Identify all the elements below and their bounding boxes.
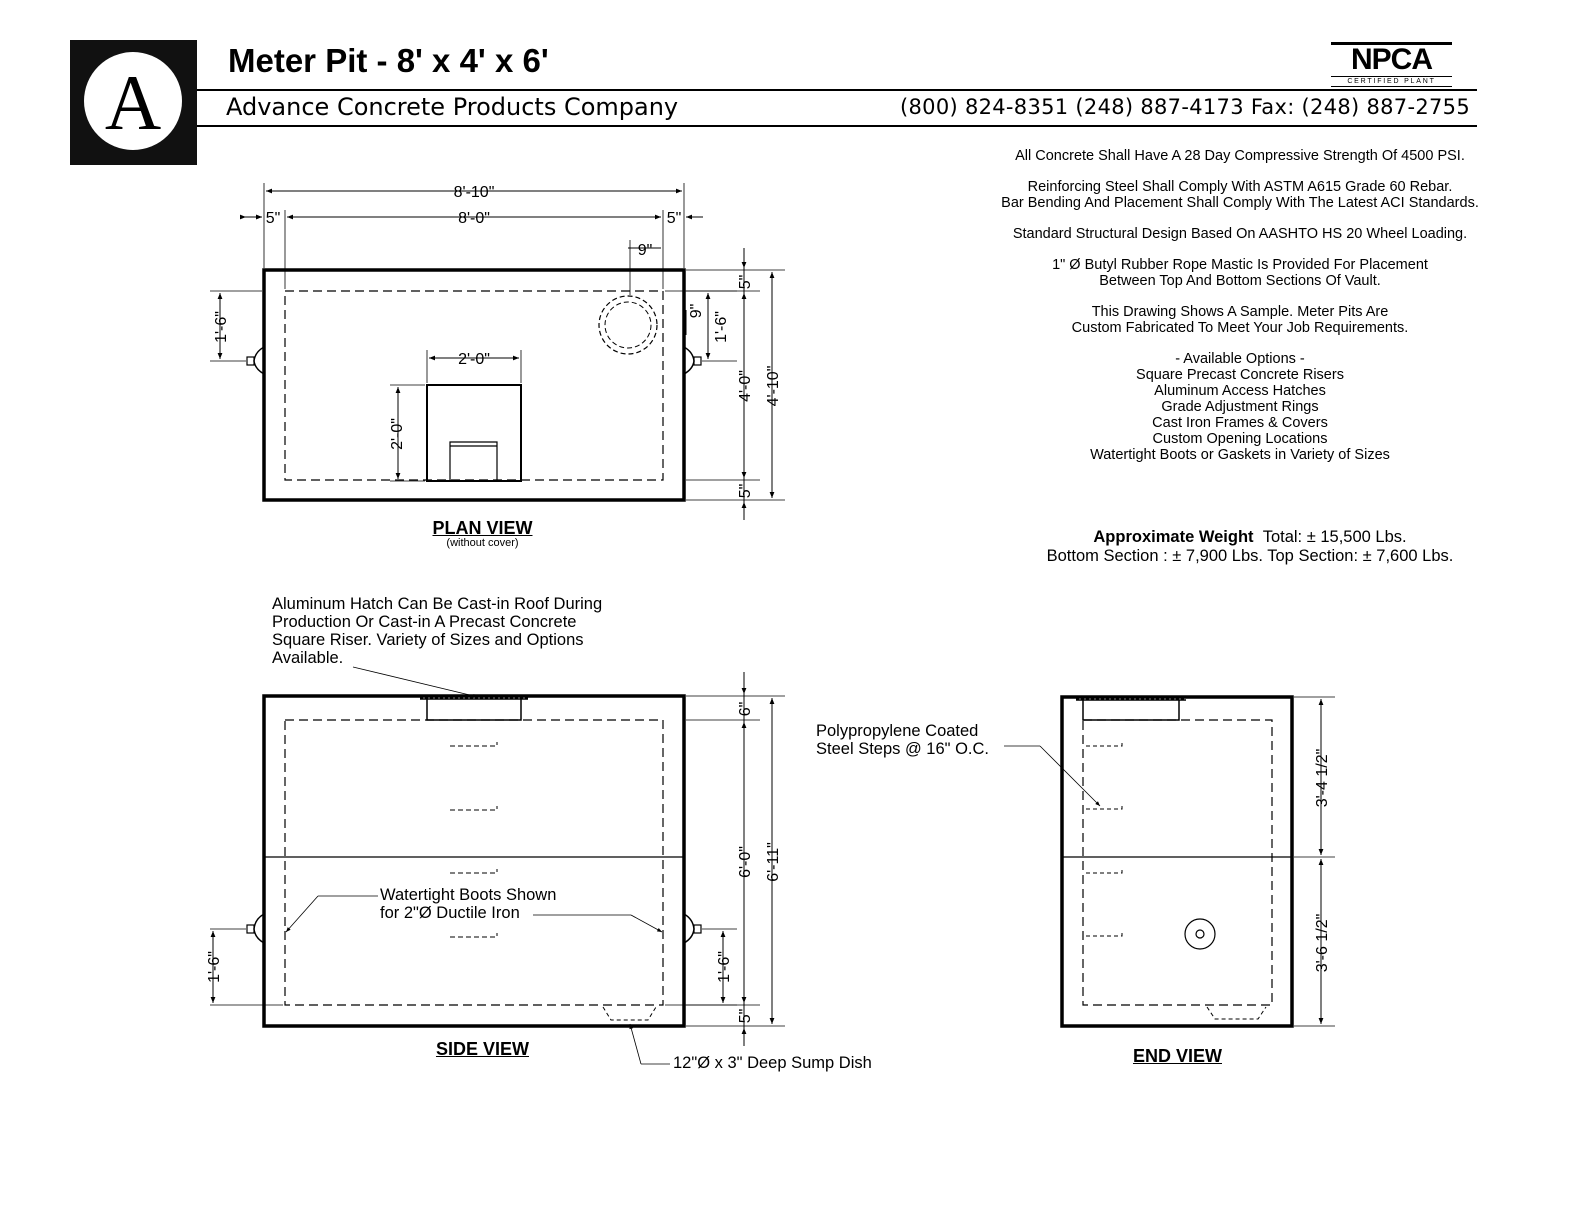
dim-plan-boot-left: 1'-6" — [213, 311, 230, 343]
dim-plan-wall-bottom: 5" — [737, 484, 754, 499]
options-heading: - Available Options - — [1175, 351, 1305, 367]
note-bar-bending: Bar Bending And Placement Shall Comply W… — [1001, 195, 1479, 211]
end-pipe — [1195, 929, 1205, 939]
dim-end-bottom-section: 3'-6 1/2" — [1314, 914, 1331, 973]
npca-logo-text: NPCA — [1331, 42, 1452, 75]
dim-side-floor: 5" — [737, 1009, 754, 1024]
note-sample-2: Custom Fabricated To Meet Your Job Requi… — [1071, 320, 1409, 336]
dim-plan-wall-right: 5" — [667, 210, 682, 227]
dim-side-boot-left: 1'-6" — [206, 951, 223, 983]
option-item: Cast Iron Frames & Covers — [1152, 415, 1328, 431]
side-boot-right-pipe — [693, 924, 702, 934]
dim-plan-overall-depth: 4'-10" — [765, 366, 782, 407]
dim-plan-opening-offset: 9" — [638, 242, 653, 259]
side-view-drawing — [210, 666, 785, 1065]
option-item: Grade Adjustment Rings — [1161, 399, 1319, 415]
page-title: Meter Pit - 8' x 4' x 6' — [228, 42, 549, 79]
side-boot-left-pipe — [246, 924, 255, 934]
note-mastic-1: 1" Ø Butyl Rubber Rope Mastic Is Provide… — [1052, 257, 1428, 273]
npca-certified-logo: NPCA CERTIFIED PLANT — [1331, 42, 1452, 87]
option-item: Aluminum Access Hatches — [1154, 383, 1326, 399]
end-view-drawing — [1004, 695, 1335, 1028]
header-rule-top — [197, 89, 1477, 91]
end-boot-opening — [1184, 918, 1216, 950]
plan-round-opening — [598, 295, 658, 355]
dim-plan-overall-width: 8'-10" — [454, 184, 495, 201]
weight-sections: Bottom Section : ± 7,900 Lbs. Top Sectio… — [1046, 547, 1454, 565]
dim-plan-hatch-width: 2'-0" — [458, 351, 490, 368]
dim-plan-wall-top: 5" — [737, 275, 754, 290]
dim-plan-opening-offset-side: 9" — [688, 304, 705, 319]
general-notes: All Concrete Shall Have A 28 Day Compres… — [960, 148, 1520, 463]
options-list: - Available Options - Square Precast Con… — [960, 351, 1520, 463]
plan-view-title: PLAN VIEW — [432, 518, 533, 538]
dim-side-boot-right: 1'-6" — [716, 951, 733, 983]
hatch-callout-line: Square Riser. Variety of Sizes and Optio… — [272, 631, 584, 649]
dim-side-inner-height: 6'-0" — [737, 846, 754, 878]
note-sample-1: This Drawing Shows A Sample. Meter Pits … — [1091, 304, 1389, 320]
side-inner-wall — [284, 719, 664, 1006]
header-rule-bottom — [197, 125, 1477, 127]
note-concrete: All Concrete Shall Have A 28 Day Compres… — [1015, 148, 1465, 164]
hatch-callout-line: Available. — [272, 649, 344, 667]
company-logo: A — [70, 40, 197, 165]
plan-view-drawing — [210, 183, 785, 520]
plan-view-subtitle: (without cover) — [446, 537, 519, 549]
steps-callout: Polypropylene Coated Steel Steps @ 16" O… — [816, 722, 989, 758]
side-sump-dish — [602, 1006, 657, 1021]
note-design: Standard Structural Design Based On AASH… — [1012, 226, 1468, 242]
steps-callout-line: Steel Steps @ 16" O.C. — [816, 740, 990, 758]
plan-hatch-opening — [426, 384, 522, 482]
option-item: Custom Opening Locations — [1152, 431, 1328, 447]
boots-callout-line: for 2"Ø Ductile Iron — [380, 904, 520, 922]
logo-letter: A — [104, 59, 162, 146]
dim-plan-wall-left: 5" — [266, 210, 281, 227]
dim-end-top-section: 3'-4 1/2" — [1314, 749, 1331, 808]
plan-outer-wall — [262, 268, 686, 502]
option-item: Watertight Boots or Gaskets in Variety o… — [1090, 447, 1390, 463]
dim-plan-inner-width: 8'-0" — [458, 210, 490, 227]
plan-hatch-step — [449, 441, 498, 481]
weight-label: Approximate Weight — [1093, 528, 1254, 546]
end-hatch-frame — [1076, 699, 1186, 721]
dim-side-overall-height: 6'-11" — [765, 842, 782, 882]
weight-info: Approximate Weight Total: ± 15,500 Lbs. … — [960, 528, 1540, 566]
boots-callout-line: Watertight Boots Shown — [380, 886, 557, 904]
hatch-callout-line: Aluminum Hatch Can Be Cast-in Roof Durin… — [272, 595, 603, 613]
side-hatch-frame — [420, 698, 528, 721]
sump-callout: 12"Ø x 3" Deep Sump Dish — [673, 1054, 872, 1072]
plan-boot-right-pipe — [693, 356, 702, 366]
dim-side-roof: 6" — [737, 702, 754, 717]
plan-round-opening-inner — [604, 301, 652, 349]
steps-callout-line: Polypropylene Coated — [816, 722, 979, 740]
dim-plan-hatch-depth: 2'-0" — [389, 418, 406, 450]
phone-numbers: (800) 824-8351 (248) 887-4173 Fax: (248)… — [900, 95, 1470, 119]
hatch-callout: Aluminum Hatch Can Be Cast-in Roof Durin… — [272, 595, 602, 667]
end-sump-dish — [1206, 1006, 1267, 1020]
hatch-callout-line: Production Or Cast-in A Precast Concrete — [272, 613, 577, 631]
npca-logo-subtext: CERTIFIED PLANT — [1331, 76, 1452, 87]
side-view-title: SIDE VIEW — [435, 1039, 529, 1059]
note-mastic-2: Between Top And Bottom Sections Of Vault… — [1099, 273, 1381, 289]
note-rebar: Reinforcing Steel Shall Comply With ASTM… — [1027, 179, 1453, 195]
logo-circle: A — [84, 52, 182, 150]
dim-plan-inner-depth: 4'-0" — [737, 370, 754, 402]
plan-boot-left-pipe — [246, 356, 255, 366]
end-inner-wall — [1082, 719, 1273, 1006]
company-name: Advance Concrete Products Company — [226, 93, 679, 121]
dim-plan-boot-right: 1'-6" — [713, 311, 730, 343]
option-item: Square Precast Concrete Risers — [1136, 367, 1344, 383]
weight-total: Total: ± 15,500 Lbs. — [1262, 528, 1407, 546]
end-view-title: END VIEW — [1132, 1046, 1222, 1066]
boots-callout: Watertight Boots Shown for 2"Ø Ductile I… — [380, 886, 556, 922]
